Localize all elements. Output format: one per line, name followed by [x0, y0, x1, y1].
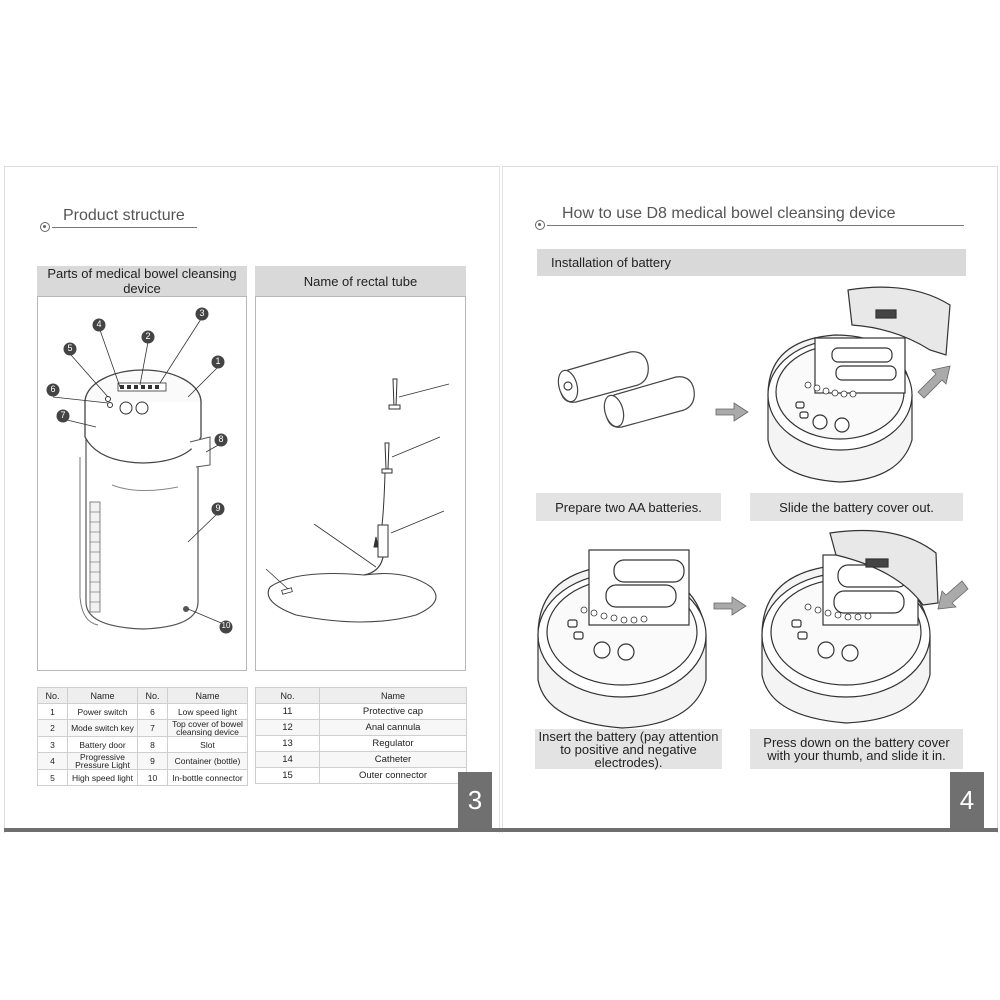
- table-cell: Mode switch key: [67, 719, 138, 737]
- callout-2: 2: [145, 331, 151, 341]
- table-header: Name: [167, 687, 248, 704]
- caption-prepare-batteries: Prepare two AA batteries.: [536, 493, 721, 521]
- section-bullet-icon: [40, 222, 50, 232]
- table-row: 5 High speed light 10 In-bottle connecto…: [37, 769, 248, 786]
- table-cell: 15: [255, 767, 320, 784]
- page-number-right: 4: [950, 772, 984, 828]
- table-cell: Catheter: [319, 751, 467, 768]
- table-cell: 4: [37, 752, 68, 770]
- device-press-cover-illustration: [761, 529, 969, 724]
- parts-panel-title: Parts of medical bowel cleansing device: [37, 266, 247, 296]
- table-cell: Protective cap: [319, 703, 467, 720]
- table-cell: 9: [137, 752, 168, 770]
- table-cell: 11: [255, 703, 320, 720]
- table-cell: Slot: [167, 736, 248, 753]
- table-cell: Container (bottle): [167, 752, 248, 770]
- aa-batteries-illustration: [557, 351, 695, 428]
- page-number-left: 3: [458, 772, 492, 828]
- caption-slide-cover: Slide the battery cover out.: [750, 493, 963, 521]
- caption-press-cover: Press down on the battery cover with you…: [750, 729, 963, 769]
- table-cell: 2: [37, 719, 68, 737]
- table-header: No.: [255, 687, 320, 704]
- table-row: 4 Progressive Pressure Light 9 Container…: [37, 752, 248, 770]
- parts-table-left: No. Name No. Name 1 Power switch 6 Low s…: [37, 687, 248, 786]
- section-underline: [52, 227, 197, 228]
- callout-12: 12: [441, 430, 451, 439]
- callout-13: 13: [445, 504, 455, 513]
- section-title-how-to-use: How to use D8 medical bowel cleansing de…: [562, 205, 896, 222]
- rectal-tube-illustration: [265, 378, 450, 623]
- parts-panel: [37, 296, 247, 671]
- table-header: Name: [67, 687, 138, 704]
- table-cell: 1: [37, 703, 68, 720]
- table-row: 2 Mode switch key 7 Top cover of bowel c…: [37, 719, 248, 737]
- table-row: 15 Outer connector: [255, 767, 467, 784]
- callout-15: 15: [260, 562, 270, 571]
- callout-11: 11: [450, 377, 460, 386]
- table-header: No.: [137, 687, 168, 704]
- table-cell: In-bottle connector: [167, 769, 248, 786]
- callout-7: 7: [60, 410, 66, 420]
- table-cell: 10: [137, 769, 168, 786]
- callout-4: 4: [96, 319, 102, 329]
- table-cell: 13: [255, 735, 320, 752]
- tube-panel-title: Name of rectal tube: [255, 266, 466, 296]
- table-cell: Regulator: [319, 735, 467, 752]
- table-header: No.: [37, 687, 68, 704]
- callout-6: 6: [50, 384, 56, 394]
- table-row: 3 Battery door 8 Slot: [37, 736, 248, 753]
- table-cell: Anal cannula: [319, 719, 467, 736]
- table-cell: 6: [137, 703, 168, 720]
- table-cell: 3: [37, 736, 68, 753]
- device-cover-out-illustration: [767, 286, 951, 483]
- device-insert-battery-illustration: [537, 549, 707, 729]
- device-illustration: [52, 318, 227, 630]
- section-bullet-icon: [535, 220, 545, 230]
- table-cell: 12: [255, 719, 320, 736]
- table-row: 14 Catheter: [255, 751, 467, 768]
- callout-3: 3: [199, 308, 205, 318]
- table-cell: 5: [37, 769, 68, 786]
- section-title-product-structure: Product structure: [63, 207, 185, 224]
- table-row: 1 Power switch 6 Low speed light: [37, 703, 248, 720]
- table-cell: Outer connector: [319, 767, 467, 784]
- tube-panel: [255, 296, 466, 671]
- callout-10: 10: [221, 621, 231, 630]
- table-cell: Battery door: [67, 736, 138, 753]
- table-cell: High speed light: [67, 769, 138, 786]
- table-cell: Top cover of bowel cleansing device: [167, 719, 248, 737]
- parts-table-tube: No. Name 11 Protective cap 12 Anal cannu…: [255, 687, 467, 784]
- table-cell: 8: [137, 736, 168, 753]
- table-header: Name: [319, 687, 467, 704]
- table-cell: Progressive Pressure Light: [67, 752, 138, 770]
- callout-5: 5: [67, 343, 73, 353]
- table-cell: Power switch: [67, 703, 138, 720]
- arrow-right-icon: [715, 402, 749, 422]
- subsection-title-battery: Installation of battery: [537, 249, 966, 276]
- table-cell: 14: [255, 751, 320, 768]
- callout-14: 14: [310, 517, 320, 526]
- section-underline: [547, 225, 964, 226]
- bottom-rule: [4, 828, 998, 832]
- caption-insert-battery: Insert the battery (pay attention to pos…: [535, 729, 722, 769]
- table-cell: Low speed light: [167, 703, 248, 720]
- callout-9: 9: [215, 503, 221, 513]
- table-row: 12 Anal cannula: [255, 719, 467, 736]
- table-cell: 7: [137, 719, 168, 737]
- table-row: 13 Regulator: [255, 735, 467, 752]
- table-row: 11 Protective cap: [255, 703, 467, 720]
- callout-1: 1: [215, 356, 221, 366]
- callout-8: 8: [218, 434, 224, 444]
- arrow-right-icon: [713, 596, 747, 616]
